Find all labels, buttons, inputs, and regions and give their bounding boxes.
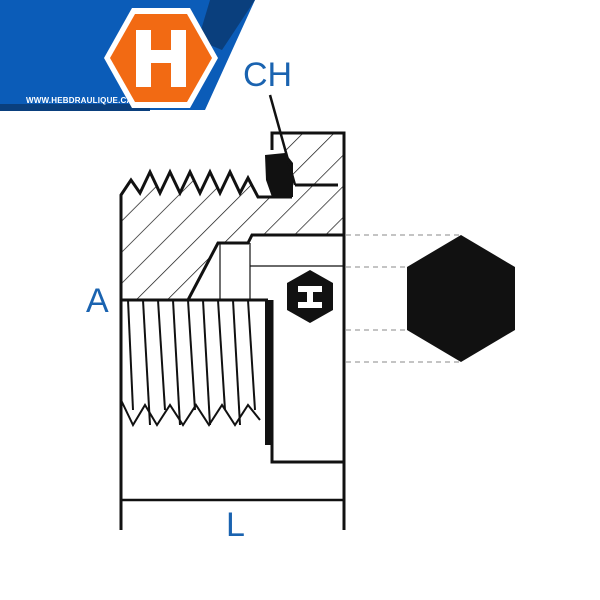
hex-end-view (407, 235, 515, 362)
hex-emblem-icon (287, 270, 333, 323)
a-label: A (86, 282, 109, 320)
bore-lines (219, 243, 344, 300)
projection-lines (346, 234, 461, 363)
website-url: WWW.HEBDRAULIQUE.CA (26, 96, 133, 105)
ch-leader (268, 94, 297, 186)
logo-hex (104, 8, 218, 108)
outline (119, 131, 346, 530)
internal-thread (120, 299, 261, 428)
l-dimension-ticks (119, 500, 346, 530)
thread-relief (265, 300, 272, 445)
seal-ring (265, 153, 293, 197)
l-label: L (226, 506, 245, 544)
ch-label: CH (243, 56, 293, 94)
hatched-section (121, 172, 344, 300)
